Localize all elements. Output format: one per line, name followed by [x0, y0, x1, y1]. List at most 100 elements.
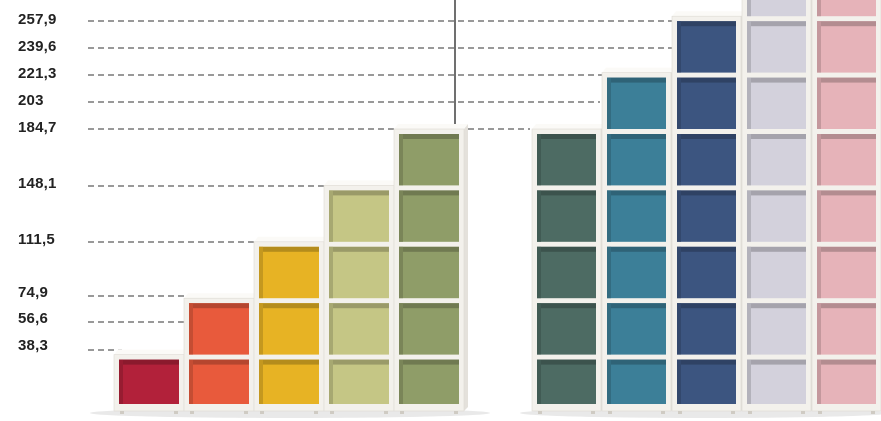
shelf-cube-shade	[399, 246, 459, 252]
shelf-cube	[607, 134, 666, 186]
height-label: 148,1	[18, 175, 57, 192]
shelf-cube-shade	[537, 134, 541, 186]
shelf-cube-shade	[677, 246, 736, 252]
shelf-cube-shade	[329, 246, 333, 299]
shelf-cube-shade	[747, 134, 751, 186]
shelf-cube-shade	[329, 190, 389, 196]
shelf-cube	[747, 21, 806, 73]
shelf-cube-shade	[329, 303, 333, 355]
height-label: 221,3	[18, 65, 57, 82]
shelf-cube-shade	[607, 77, 611, 129]
shelf-cube-shade	[607, 246, 666, 252]
shelf-cube-shade	[817, 246, 876, 252]
shelf-cube	[677, 77, 736, 129]
shelf-foot	[454, 411, 458, 414]
shelf-cube-shade	[537, 190, 541, 242]
shelf-cube-shade	[399, 190, 403, 242]
shelf-foot	[818, 411, 822, 414]
shelf-foot	[801, 411, 805, 414]
shelf-cube	[537, 359, 596, 404]
shelf-cube	[259, 246, 319, 299]
shelf-foot	[591, 411, 595, 414]
shelf-cube-shade	[817, 303, 876, 309]
shelf-cube-shade	[817, 134, 876, 139]
shelf-cube-shade	[537, 359, 541, 404]
shelf-cube-shade	[399, 359, 459, 365]
shelf-cube-shade	[259, 303, 319, 309]
shelf-cube	[677, 21, 736, 73]
shelf-foot	[244, 411, 248, 414]
height-label: 38,3	[18, 337, 48, 354]
shelf-cube	[259, 359, 319, 404]
shelf-cube	[817, 190, 876, 242]
shelf-cube-shade	[329, 359, 389, 365]
shelf-cube-shade	[259, 359, 263, 404]
shelf-side-panel	[464, 124, 468, 411]
shelf-foot	[731, 411, 735, 414]
shelf-cube-shade	[329, 303, 389, 309]
shelf-cube	[607, 190, 666, 242]
shelf-cube-shade	[817, 246, 821, 299]
shelf-cube-shade	[677, 77, 681, 129]
shelf-top-panel	[394, 124, 468, 129]
shelf-cube-shade	[677, 303, 681, 355]
shelf-foot	[314, 411, 318, 414]
shelf-cube-shade	[259, 246, 263, 299]
shelf-cube-shade	[817, 77, 821, 129]
shelf-cube	[399, 359, 459, 404]
shelf-cube	[817, 134, 876, 186]
shelf-cube	[607, 246, 666, 299]
shelf-cube	[677, 190, 736, 242]
shelf-cube-shade	[607, 190, 666, 196]
shelf-cube	[119, 359, 179, 404]
shelf-cube-shade	[537, 134, 596, 139]
shelf-cube-shade	[817, 134, 821, 186]
shelf-foot	[260, 411, 264, 414]
shelf-cube	[259, 303, 319, 355]
shelf-cube-shade	[399, 134, 403, 186]
shelf-cube-shade	[607, 303, 666, 309]
shelf-cube-shade	[607, 303, 611, 355]
shelf-cube-shade	[747, 303, 751, 355]
shelf-cube-shade	[817, 190, 876, 196]
shelf-cube-shade	[607, 359, 611, 404]
shelf-cube-shade	[399, 303, 403, 355]
shelf-cube-shade	[537, 303, 596, 309]
shelf-cube	[537, 134, 596, 186]
shelf-cube	[399, 190, 459, 242]
height-label: 56,6	[18, 310, 48, 327]
height-label: 239,6	[18, 38, 57, 55]
shelf-cube	[817, 246, 876, 299]
shelf-cube-shade	[677, 190, 681, 242]
shelf-cube-shade	[259, 303, 263, 355]
shelf-cube-shade	[817, 0, 821, 17]
shelf-cube	[537, 190, 596, 242]
shelf-foot	[871, 411, 875, 414]
shelf-cube-shade	[119, 359, 123, 404]
shelf-cube-shade	[747, 21, 751, 73]
shelf-cube-shade	[747, 359, 751, 404]
shelf-cube	[817, 359, 876, 404]
shelf-foot	[400, 411, 404, 414]
shelf-cube-shade	[817, 359, 821, 404]
shelf-cube-shade	[677, 21, 736, 27]
shelf-cube	[399, 246, 459, 299]
shelf-cube-shade	[747, 246, 751, 299]
shelf-top-panel	[254, 236, 328, 242]
shelf-cube-shade	[399, 134, 459, 139]
shelf-cube-shade	[817, 303, 821, 355]
shelf-cube-shade	[607, 134, 611, 186]
shelf-cube-shade	[677, 190, 736, 196]
shelf-cube	[537, 303, 596, 355]
shelf-cube-shade	[677, 134, 736, 139]
shelf-top-panel	[532, 124, 605, 129]
shelf-cube	[747, 190, 806, 242]
shelf-cube-shade	[537, 359, 596, 365]
shelf-cube	[747, 0, 806, 17]
shelf-cube-shade	[747, 21, 806, 27]
shelf-foot	[678, 411, 682, 414]
shelf-cube-shade	[399, 303, 459, 309]
shelf-cube-shade	[677, 77, 736, 83]
